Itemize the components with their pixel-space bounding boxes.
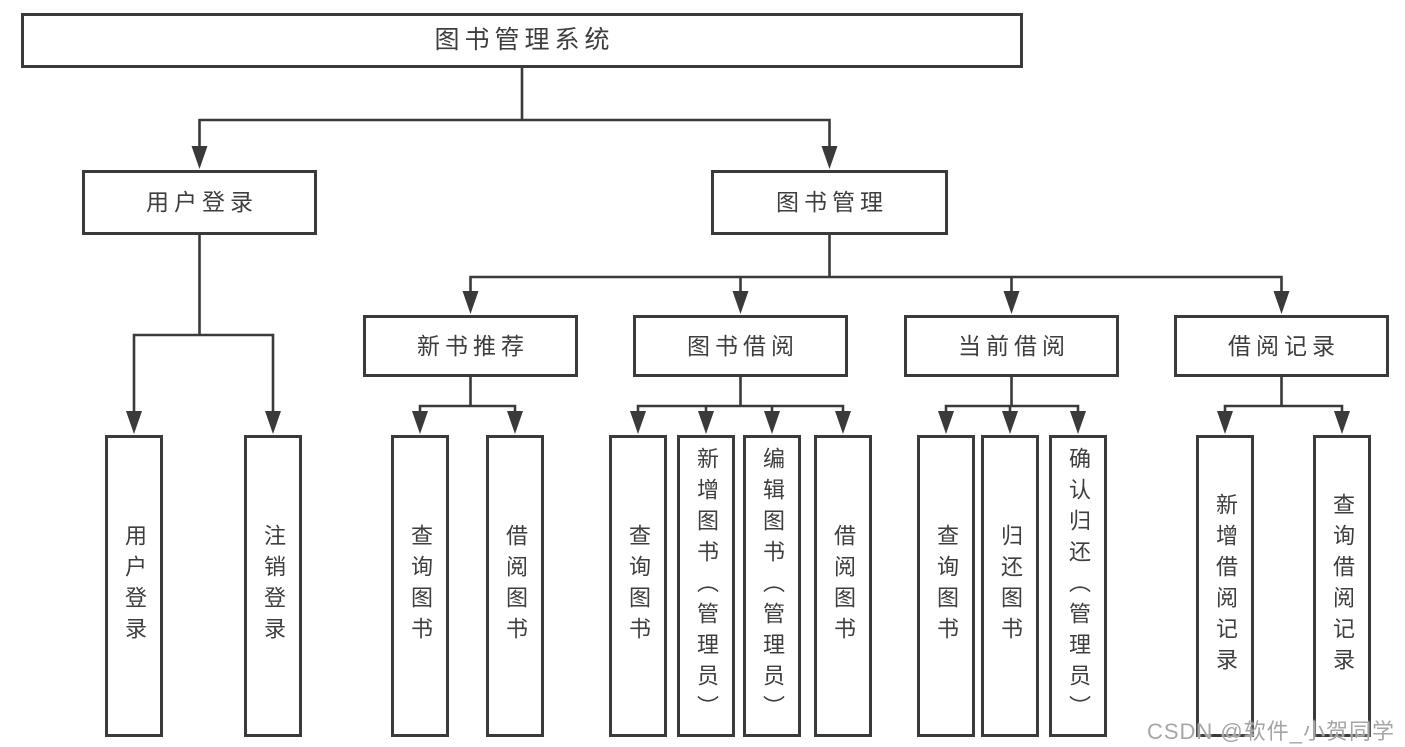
node-new-book-recommendation: 新书推荐 <box>363 315 578 377</box>
leaf-add-borrow-record: 新增借阅记录 <box>1196 435 1254 737</box>
leaf-borrow-books: 借阅图书 <box>814 435 872 737</box>
leaf-borrow-books-label: 借阅图书 <box>831 524 856 648</box>
leaf-borrow-books-recommend-label: 借阅图书 <box>503 524 528 648</box>
node-borrowing-records: 借阅记录 <box>1174 315 1389 377</box>
leaf-confirm-return-admin-label: 确认归还（管理员） <box>1066 446 1091 726</box>
node-book-management-label: 图书管理 <box>776 189 888 215</box>
node-user-login: 用户登录 <box>82 170 317 235</box>
csdn-watermark: CSDN @软件_小贺同学 <box>1146 719 1395 744</box>
node-book-borrowing: 图书借阅 <box>633 315 848 377</box>
node-current-borrowing-label: 当前借阅 <box>958 332 1070 359</box>
leaf-add-borrow-record-label: 新增借阅记录 <box>1213 493 1238 679</box>
node-borrowing-records-label: 借阅记录 <box>1228 332 1340 359</box>
leaf-borrow-books-recommend: 借阅图书 <box>486 435 544 737</box>
leaf-user-login: 用户登录 <box>105 435 163 737</box>
leaf-add-books-admin-label: 新增图书（管理员） <box>694 446 719 726</box>
leaf-query-books-recommend: 查询图书 <box>391 435 449 737</box>
leaf-return-books: 归还图书 <box>981 435 1039 737</box>
leaf-edit-books-admin: 编辑图书（管理员） <box>743 435 801 737</box>
leaf-query-books-current: 查询图书 <box>917 435 975 737</box>
node-book-borrowing-label: 图书借阅 <box>687 332 799 359</box>
node-book-management: 图书管理 <box>711 170 948 235</box>
node-system-root-label: 图书管理系统 <box>434 26 615 54</box>
node-current-borrowing: 当前借阅 <box>904 315 1119 377</box>
leaf-query-books-borrowing: 查询图书 <box>609 435 667 737</box>
leaf-logout: 注销登录 <box>244 435 302 737</box>
leaf-edit-books-admin-label: 编辑图书（管理员） <box>760 446 785 726</box>
leaf-query-borrow-record-label: 查询借阅记录 <box>1330 493 1355 679</box>
leaf-logout-label: 注销登录 <box>261 524 286 648</box>
leaf-query-books-borrowing-label: 查询图书 <box>626 524 651 648</box>
node-new-book-recommendation-label: 新书推荐 <box>417 332 529 359</box>
leaf-return-books-label: 归还图书 <box>998 524 1023 648</box>
leaf-add-books-admin: 新增图书（管理员） <box>677 435 735 737</box>
leaf-query-books-current-label: 查询图书 <box>934 524 959 648</box>
leaf-query-books-recommend-label: 查询图书 <box>408 524 433 648</box>
leaf-user-login-label: 用户登录 <box>122 524 147 648</box>
node-user-login-label: 用户登录 <box>146 189 258 215</box>
leaf-confirm-return-admin: 确认归还（管理员） <box>1049 435 1107 737</box>
node-system-root: 图书管理系统 <box>21 13 1023 68</box>
leaf-query-borrow-record: 查询借阅记录 <box>1313 435 1371 737</box>
